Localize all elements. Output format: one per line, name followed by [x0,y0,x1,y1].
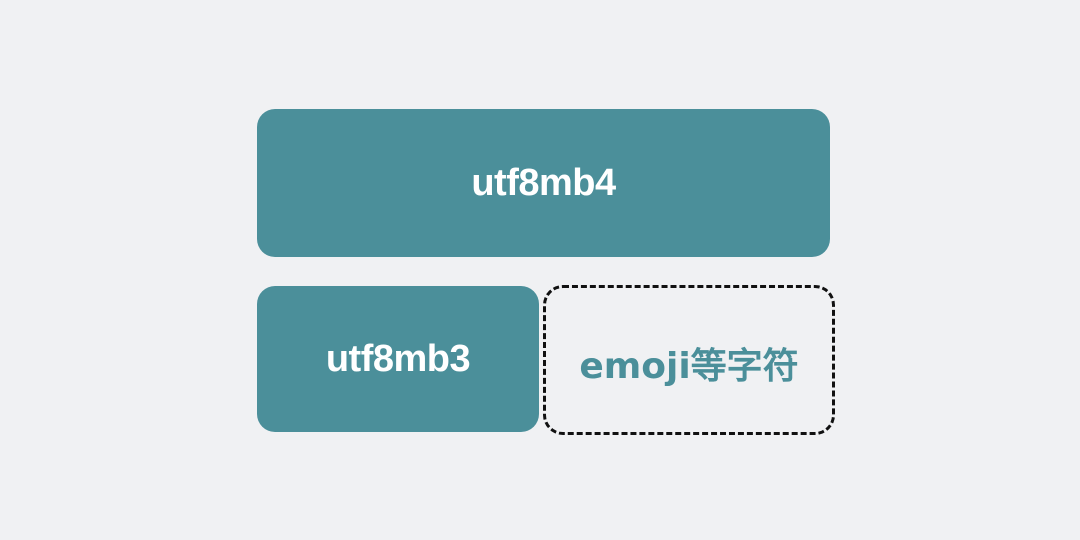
utf8mb3-block: utf8mb3 [257,286,539,432]
emoji-characters-label: emoji等字符 [579,346,799,387]
utf8mb4-block: utf8mb4 [257,109,830,257]
emoji-characters-block: emoji等字符 [543,285,835,435]
utf8mb3-label: utf8mb3 [325,337,471,380]
utf8mb4-label: utf8mb4 [471,161,616,204]
